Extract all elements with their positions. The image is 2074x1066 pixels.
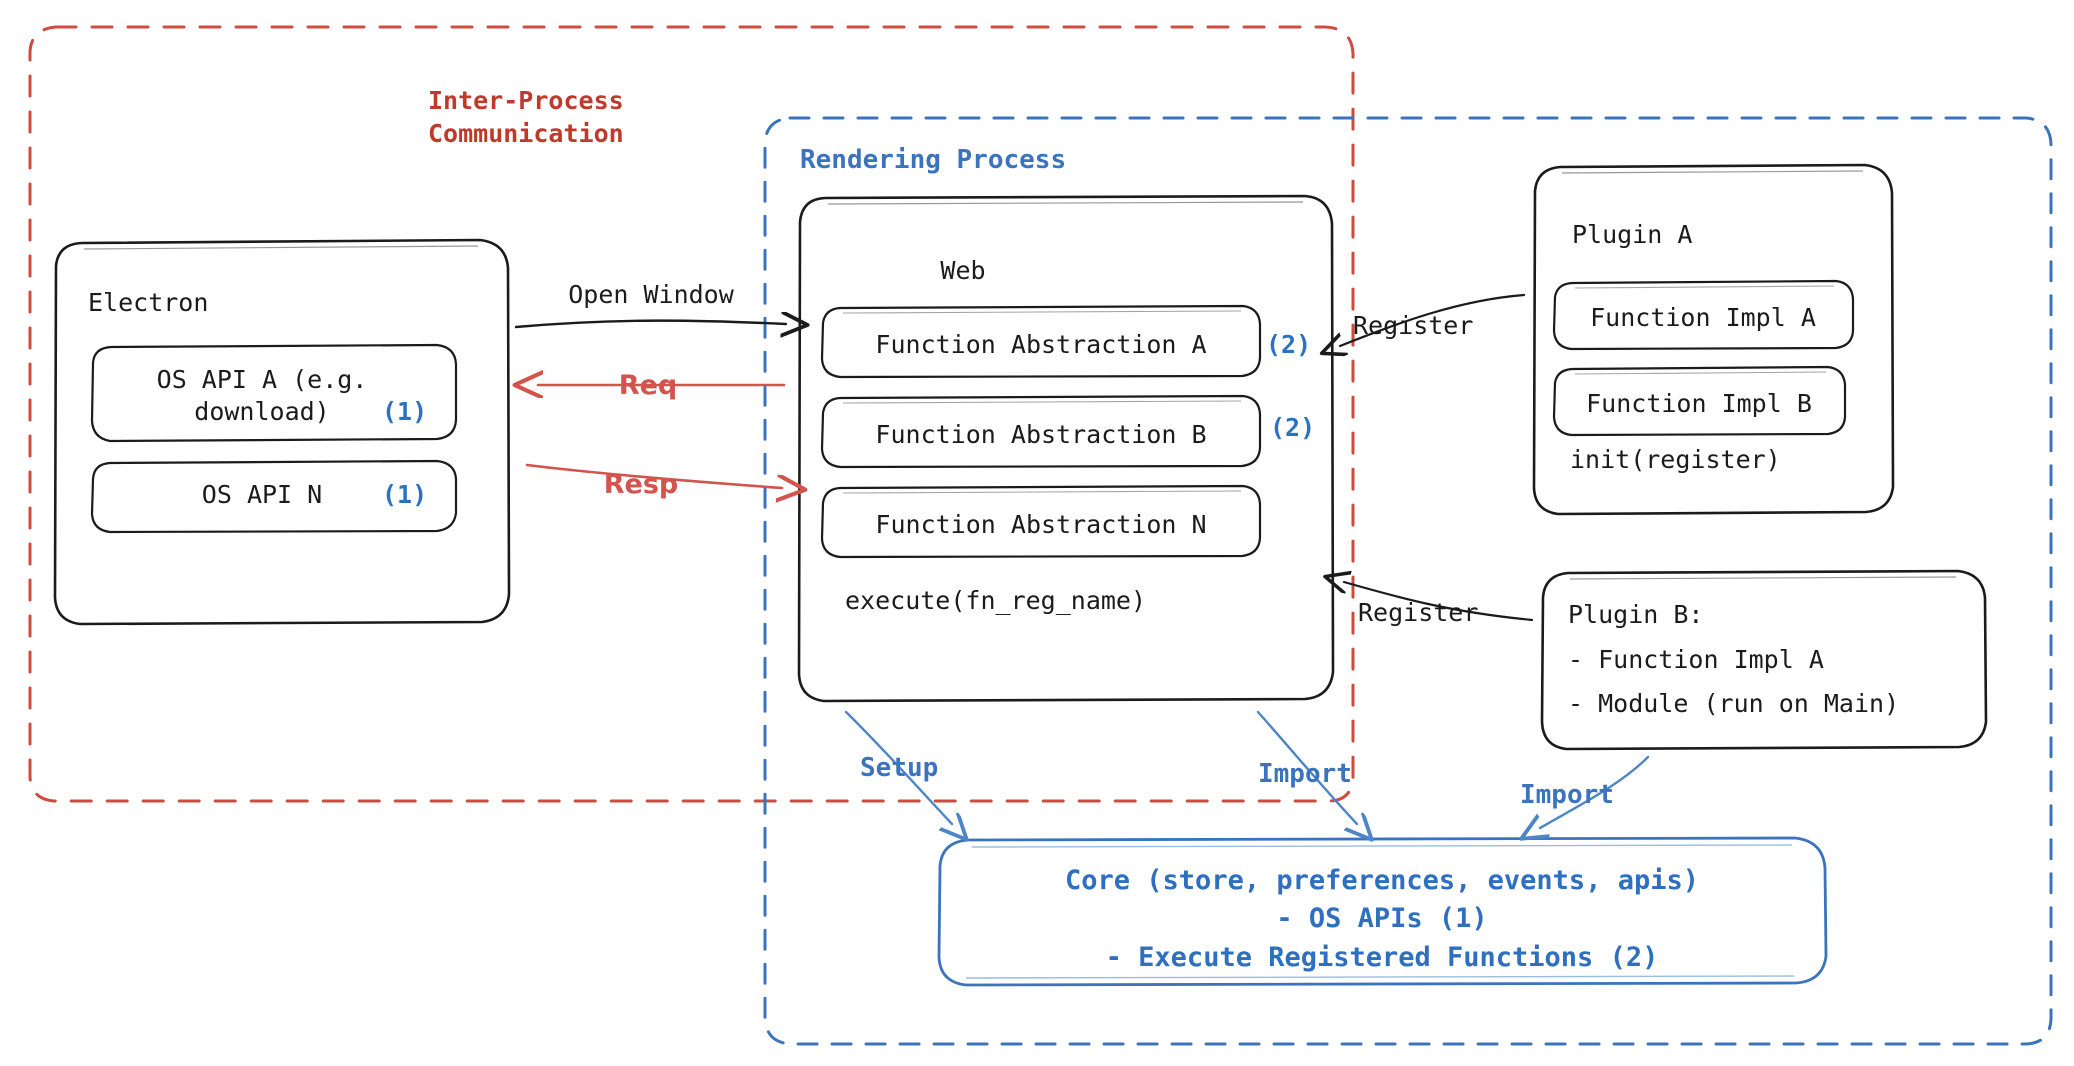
core-box-text: Core (store, preferences, events, apis) -…: [952, 862, 1812, 977]
edge-label-req: Req: [618, 370, 678, 401]
web-title: Web: [940, 256, 986, 285]
core-line-1: Core (store, preferences, events, apis): [1065, 865, 1699, 896]
plugin-b-title: Plugin B:: [1568, 600, 1704, 629]
function-abstraction-a-reference: (2): [1266, 330, 1312, 359]
edge-label-setup: Setup: [860, 753, 939, 783]
os-api-a-label: OS API A (e.g. download): [157, 364, 368, 428]
edge-label-resp: Resp: [603, 469, 679, 500]
function-abstraction-n-label: Function Abstraction N: [875, 510, 1207, 539]
plugin-a-title: Plugin A: [1572, 220, 1693, 249]
edge-label-register-bottom: Register: [1358, 598, 1479, 627]
os-api-n-label: OS API N: [201, 480, 323, 509]
edge-label-import-web: Import: [1258, 759, 1352, 789]
edge-label-register-top: Register: [1353, 311, 1474, 340]
function-abstraction-b-label: Function Abstraction B: [875, 420, 1207, 449]
edge-label-open-window: Open Window: [568, 280, 734, 309]
core-line-3: - Execute Registered Functions (2): [1105, 941, 1659, 973]
edge-label-import-plugin-b: Import: [1520, 780, 1614, 810]
os-api-a-reference: (1): [382, 397, 428, 426]
web-execute-note: execute(fn_reg_name): [845, 586, 1147, 615]
function-impl-b-label: Function Impl B: [1586, 389, 1812, 418]
function-impl-a-label: Function Impl A: [1590, 303, 1816, 332]
os-api-a-label-line2: download): [194, 397, 330, 426]
plugin-b-item-1: - Module (run on Main): [1568, 689, 1900, 718]
function-abstraction-a-label: Function Abstraction A: [875, 330, 1207, 359]
plugin-a-init-note: init(register): [1570, 445, 1781, 474]
function-abstraction-b-reference: (2): [1270, 413, 1316, 442]
os-api-a-label-line1: OS API A (e.g.: [156, 365, 368, 394]
electron-title: Electron: [88, 288, 209, 317]
ipc-container-label-line1: Inter-Process: [428, 86, 624, 115]
ipc-container-label-line2: Communication: [428, 119, 624, 148]
plugin-b-item-0: - Function Impl A: [1568, 645, 1824, 674]
core-line-2: - OS APIs (1): [1276, 903, 1488, 935]
rendering-process-label: Rendering Process: [800, 145, 1067, 175]
edge-open-window: [514, 321, 786, 327]
os-api-n-reference: (1): [382, 480, 428, 509]
